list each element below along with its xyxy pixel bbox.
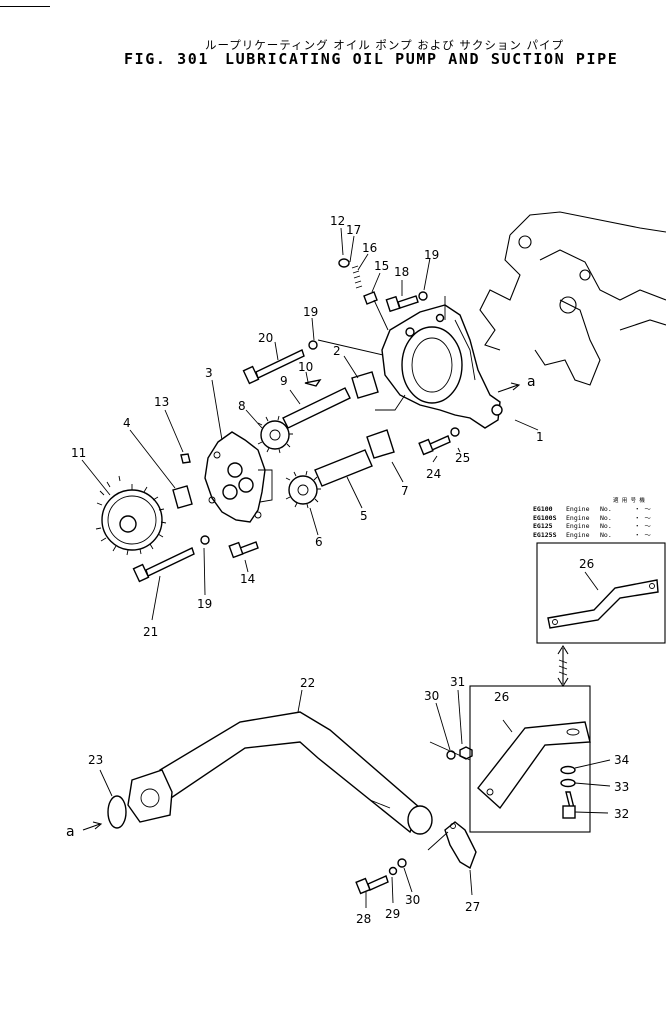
reference-label-a-top: a — [527, 374, 536, 390]
callout-19c: 19 — [197, 597, 212, 611]
pump-cover — [204, 431, 266, 523]
inset-box-old-bracket — [536, 542, 666, 644]
callout-20: 20 — [258, 331, 273, 345]
callout-2: 2 — [333, 344, 341, 358]
callout-10: 10 — [298, 360, 313, 374]
o-ring — [107, 795, 127, 829]
applicability-header: 適 用 号 機 — [613, 498, 645, 504]
callout-25: 25 — [455, 451, 470, 465]
callout-26a: 26 — [579, 557, 594, 571]
callout-15: 15 — [374, 259, 389, 273]
reference-arrow-a-top — [497, 382, 521, 393]
callout-18: 18 — [394, 265, 409, 279]
bracket-lower — [477, 721, 591, 810]
callout-17: 17 — [346, 223, 361, 237]
drive-gear — [95, 475, 167, 556]
assembly-lines — [258, 296, 471, 851]
washers-and-springs — [200, 258, 576, 876]
callout-1: 1 — [536, 430, 544, 444]
engine-block-outline — [479, 211, 666, 386]
callout-13: 13 — [154, 395, 169, 409]
callout-22: 22 — [300, 676, 315, 690]
callout-21: 21 — [143, 625, 158, 639]
callout-16: 16 — [362, 241, 377, 255]
callout-33: 33 — [614, 780, 629, 794]
title-english: FIG. 301 LUBRICATING OIL PUMP AND SUCTION… — [124, 50, 618, 68]
callout-28: 28 — [356, 912, 371, 926]
shafts — [172, 371, 395, 509]
callout-9: 9 — [280, 374, 288, 388]
callout-27: 27 — [465, 900, 480, 914]
inset-box-new-bracket — [469, 685, 591, 833]
callout-7: 7 — [401, 484, 409, 498]
pump-body — [381, 304, 503, 429]
callout-labels: 1 2 3 4 5 6 7 8 9 10 11 12 13 14 15 16 1… — [66, 214, 629, 926]
reference-label-a-bottom: a — [66, 824, 75, 840]
callout-32: 32 — [614, 807, 629, 821]
figure-number: FIG. 301 — [124, 50, 210, 68]
interchange-arrow — [557, 644, 569, 688]
callout-4: 4 — [123, 416, 131, 430]
pipe-clamp — [444, 821, 477, 870]
reference-arrow-a-bottom — [82, 821, 103, 831]
callout-6: 6 — [315, 535, 323, 549]
bolts — [132, 295, 576, 895]
callout-14: 14 — [240, 572, 255, 586]
callout-11: 11 — [71, 446, 86, 460]
callout-12: 12 — [330, 214, 345, 228]
callout-24: 24 — [426, 467, 441, 481]
callout-31: 31 — [450, 675, 465, 689]
callout-26b: 26 — [494, 690, 509, 704]
callout-29: 29 — [385, 907, 400, 921]
leader-lines — [81, 227, 611, 908]
driven-gear-8 — [257, 415, 293, 454]
callout-23: 23 — [88, 753, 103, 767]
callout-3: 3 — [205, 366, 213, 380]
callout-5: 5 — [360, 509, 368, 523]
figure-title: LUBRICATING OIL PUMP AND SUCTION PIPE — [225, 50, 619, 68]
bracket-upper — [547, 579, 659, 629]
callout-19a: 19 — [424, 248, 439, 262]
driven-gear-6 — [285, 470, 321, 509]
suction-pipe — [127, 711, 433, 835]
top-rule — [0, 6, 50, 7]
title-japanese: ループリケーティング オイル ポンプ および サクション パイプ — [205, 38, 565, 52]
callout-34: 34 — [614, 753, 629, 767]
callout-30a: 30 — [424, 689, 439, 703]
callout-19b: 19 — [303, 305, 318, 319]
callout-30b: 30 — [405, 893, 420, 907]
callout-8: 8 — [238, 399, 246, 413]
